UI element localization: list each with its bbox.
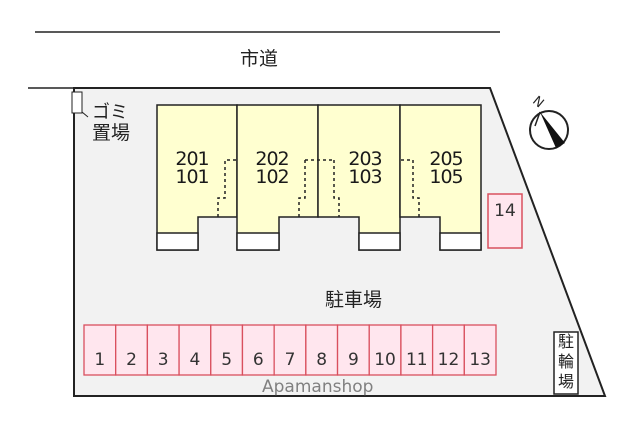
bicycle-parking bbox=[553, 331, 579, 395]
parking-space-4 bbox=[178, 324, 212, 376]
garbage-label-2: 置場 bbox=[92, 122, 131, 144]
parking-number-8: 8 bbox=[316, 350, 328, 370]
parking-space-11 bbox=[400, 324, 434, 376]
parking-label: 駐車場 bbox=[325, 289, 383, 311]
building bbox=[156, 104, 482, 251]
parking-space-13 bbox=[463, 324, 497, 376]
parking-number-9: 9 bbox=[347, 350, 359, 370]
parking-space-3 bbox=[146, 324, 180, 376]
parking-space-2 bbox=[115, 324, 149, 376]
parking-number-6: 6 bbox=[252, 350, 264, 370]
compass-icon bbox=[529, 110, 569, 150]
watermark: Apamanshop bbox=[262, 377, 374, 397]
road-label: 市道 bbox=[240, 48, 279, 70]
garbage-box bbox=[71, 91, 83, 114]
parking-space-14 bbox=[487, 193, 523, 249]
parking-space-7 bbox=[273, 324, 307, 376]
bicycle-label: 駐輪場 bbox=[557, 332, 574, 391]
parking-number-4: 4 bbox=[189, 350, 201, 370]
parking-number-11: 11 bbox=[405, 350, 428, 370]
parking-number-10: 10 bbox=[374, 350, 396, 370]
parking-number-1: 1 bbox=[94, 350, 106, 370]
garbage-label-1: ゴミ bbox=[92, 102, 128, 123]
parking-number-5: 5 bbox=[221, 350, 233, 370]
parking-number-3: 3 bbox=[157, 350, 169, 370]
parking-space-5 bbox=[210, 324, 244, 376]
parking-row bbox=[83, 324, 497, 376]
parking-space-1 bbox=[83, 324, 117, 376]
parking-space-10 bbox=[368, 324, 402, 376]
stair-dashes bbox=[217, 159, 420, 217]
parking-number-7: 7 bbox=[284, 350, 296, 370]
parking-number-2: 2 bbox=[126, 350, 137, 370]
parking-number-13: 13 bbox=[469, 350, 491, 370]
parking-space-6 bbox=[241, 324, 275, 376]
parking-space-9 bbox=[336, 324, 370, 376]
parking-number-12: 12 bbox=[437, 350, 460, 370]
parking-space-8 bbox=[305, 324, 339, 376]
garbage-pointer bbox=[81, 111, 89, 118]
parking-number-14: 14 bbox=[494, 201, 516, 221]
